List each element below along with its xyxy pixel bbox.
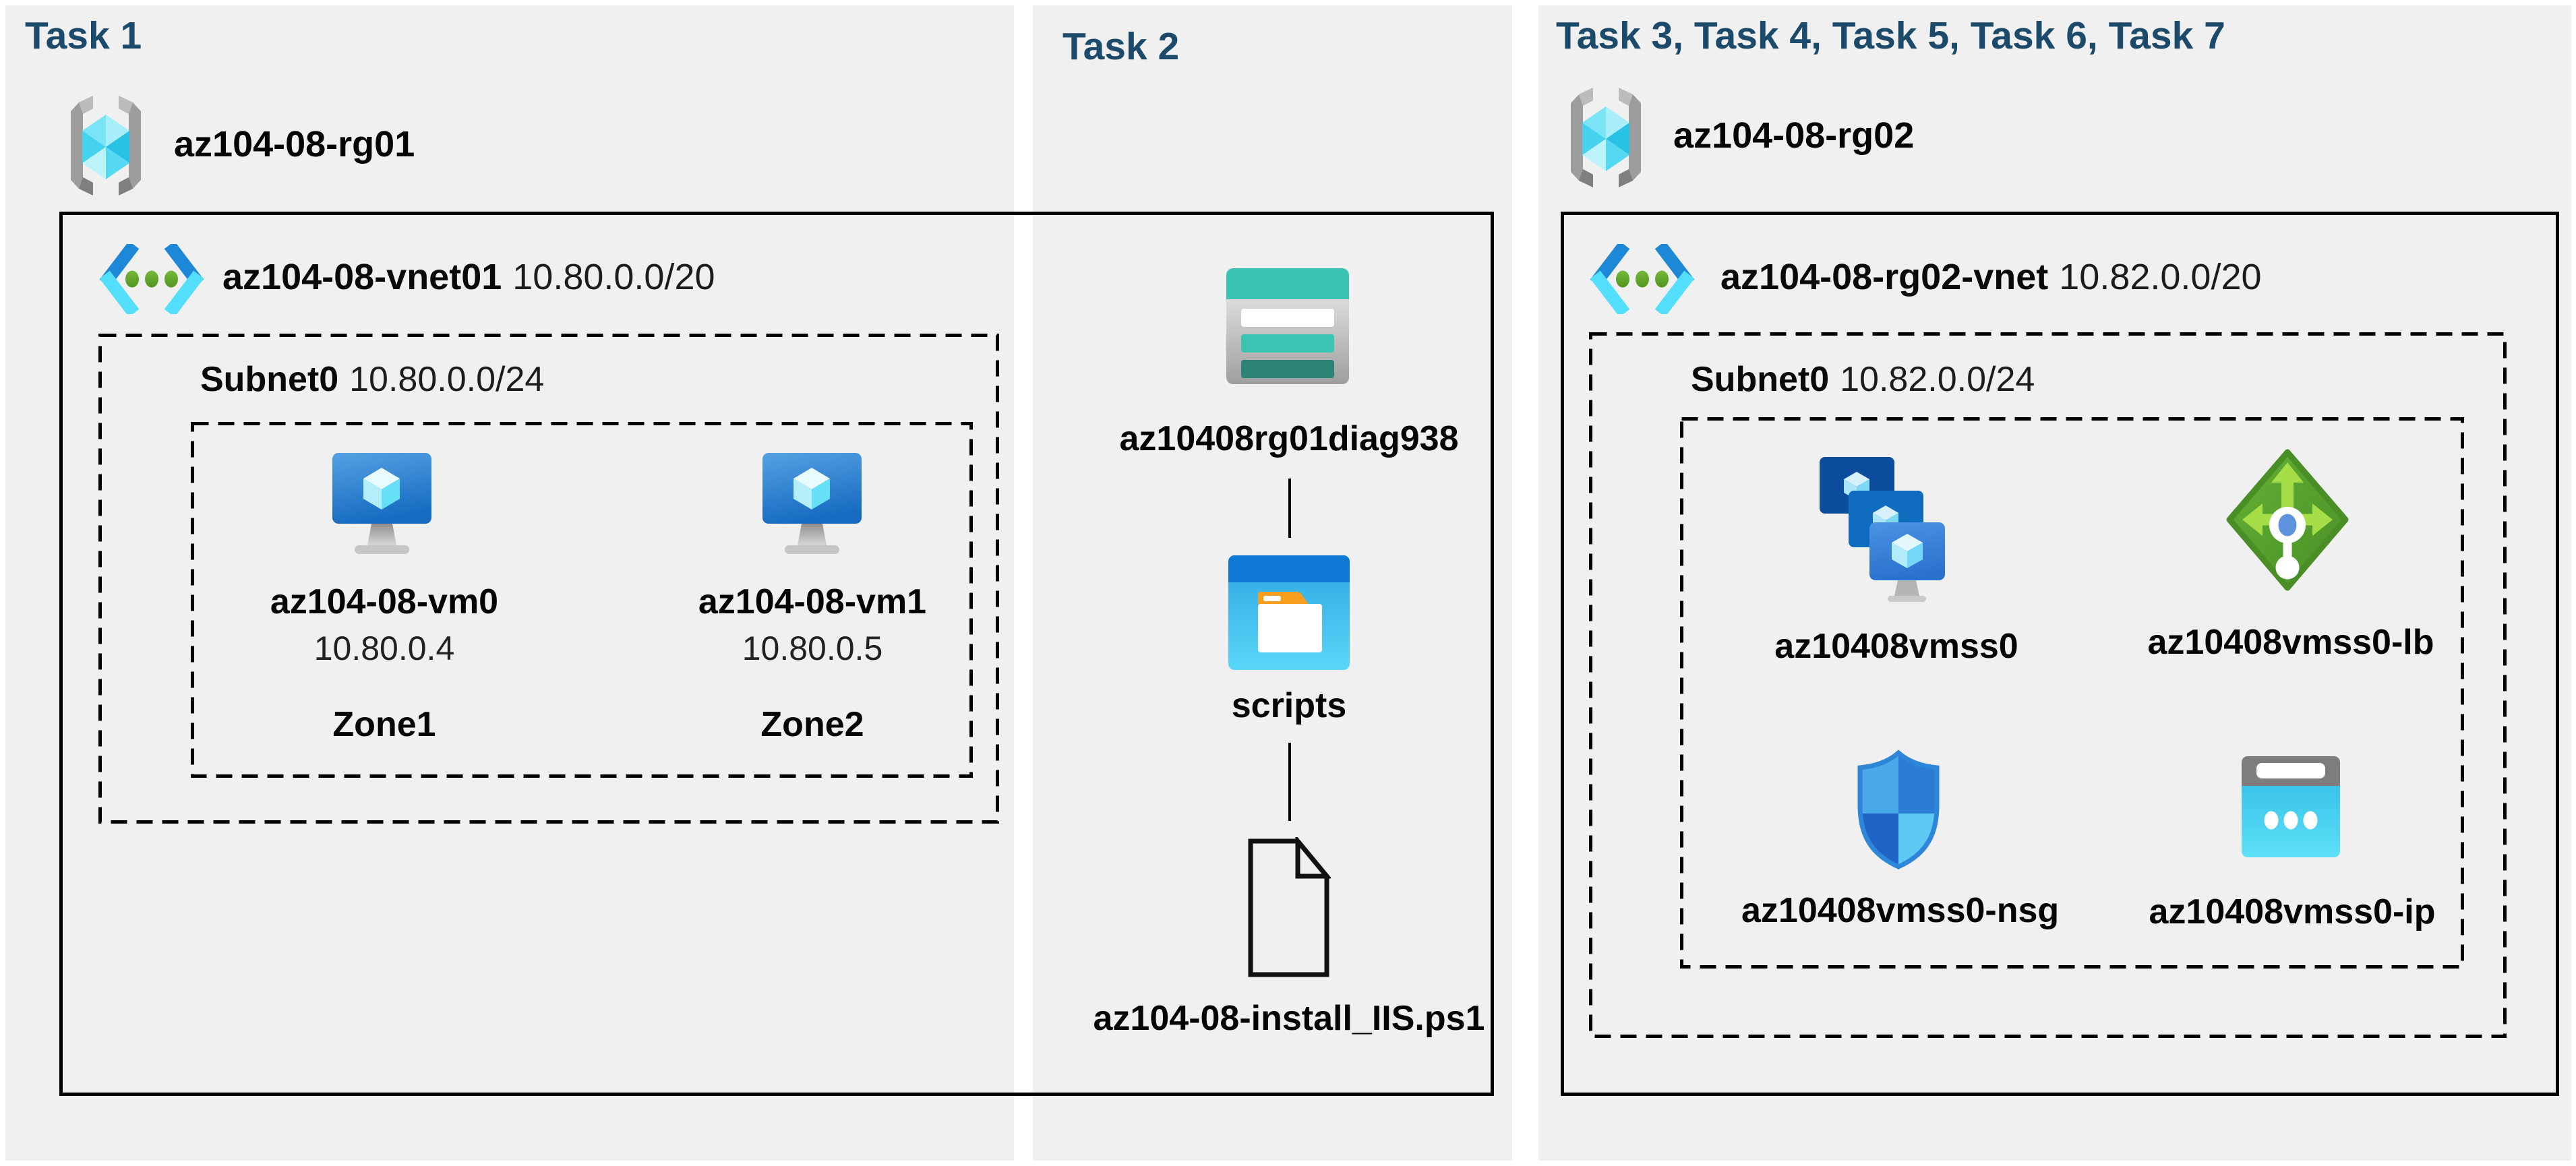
resource-group-name: az104-08-rg01 (174, 124, 415, 164)
public-ip-name: az10408vmss0-ip (2149, 892, 2436, 931)
virtual-network-icon (98, 244, 205, 314)
connector-scripts-to-file (1288, 743, 1291, 821)
vm1-name: az104-08-vm1 (698, 582, 927, 621)
subnet2-header: Subnet0 10.82.0.0/24 (1691, 360, 2035, 400)
vm1-ip: 10.80.0.5 (742, 630, 883, 667)
vm0-zone: Zone1 (332, 705, 436, 744)
nsg-shield-icon (1855, 748, 1942, 871)
public-ip-icon (2242, 756, 2340, 857)
vm0-name: az104-08-vm0 (270, 582, 499, 621)
subnet1-name: Subnet0 (200, 360, 339, 399)
virtual-network-icon (1589, 244, 1696, 314)
resource-group-icon (1562, 86, 1650, 189)
scripts-container-name: scripts (1231, 686, 1347, 725)
vnet2-boundary-box (1561, 212, 2559, 1096)
storage-account-icon (1226, 268, 1349, 384)
subnet1-header: Subnet0 10.80.0.0/24 (200, 360, 544, 400)
vnet2-name: az104-08-rg02-vnet (1720, 257, 2049, 297)
vnet1-cidr: 10.80.0.0/20 (512, 257, 715, 297)
vm1-zone: Zone2 (760, 705, 864, 744)
task3-7-title: Task 3, Task 4, Task 5, Task 6, Task 7 (1556, 14, 2225, 57)
file-icon (1247, 837, 1331, 979)
subnet1-cidr: 10.80.0.0/24 (349, 360, 545, 399)
panel-task1 (5, 5, 1014, 1161)
subnet2-dashed-box (1589, 332, 2507, 1038)
storage-account-name: az10408rg01diag938 (1119, 419, 1459, 458)
task2-title: Task 2 (1062, 25, 1180, 68)
connector-storage-to-scripts (1288, 479, 1291, 538)
vnet1-name: az104-08-vnet01 (222, 257, 502, 297)
ps1-file-name: az104-08-install_IIS.ps1 (1093, 999, 1485, 1038)
resource-group-name: az104-08-rg02 (1673, 115, 1915, 156)
vnet2-cidr: 10.82.0.0/20 (2059, 257, 2262, 297)
load-balancer-icon (2226, 449, 2349, 591)
vm-group-dashed-box (191, 422, 973, 778)
resource-group-icon (62, 94, 150, 197)
vmss-name: az10408vmss0 (1774, 627, 2018, 666)
subnet2-name: Subnet0 (1691, 360, 1830, 399)
vm-icon (332, 453, 431, 555)
vm0-ip: 10.80.0.4 (313, 630, 455, 667)
subnet2-cidr: 10.82.0.0/24 (1840, 360, 2035, 399)
vmss-icon (1820, 457, 1945, 602)
vm-icon (762, 453, 862, 555)
subnet1-dashed-box (98, 334, 999, 824)
load-balancer-name: az10408vmss0-lb (2147, 623, 2434, 662)
nsg-name: az10408vmss0-nsg (1741, 891, 2060, 930)
vmss-group-dashed-box (1680, 417, 2464, 969)
folder-icon (1228, 555, 1350, 670)
task1-title: Task 1 (25, 14, 142, 57)
vnet1-boundary-box (59, 212, 1494, 1096)
